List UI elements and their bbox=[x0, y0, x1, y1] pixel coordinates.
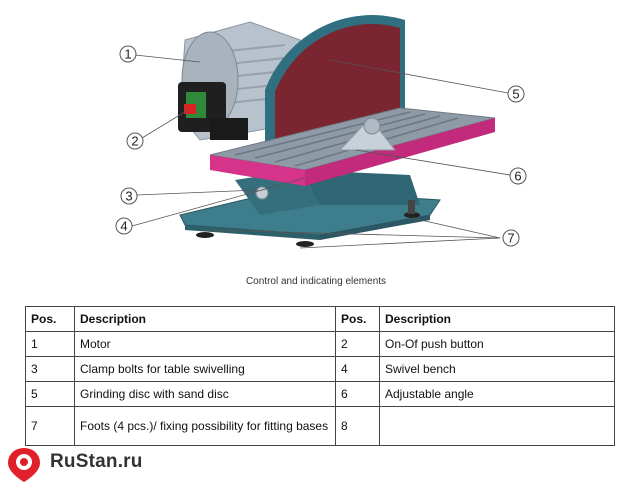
callout-2: 2 bbox=[126, 132, 144, 150]
header-description-2: Description bbox=[379, 306, 615, 332]
callout-5: 5 bbox=[507, 85, 525, 103]
switch-box-illustration bbox=[178, 82, 248, 140]
pos-cell: 1 bbox=[25, 331, 75, 357]
header-description-1: Description bbox=[74, 306, 336, 332]
logo-text: RuStan.ru bbox=[50, 451, 143, 472]
table-row: 3 Clamp bolts for table swivelling 4 Swi… bbox=[25, 356, 615, 382]
callout-6: 6 bbox=[509, 167, 527, 185]
description-cell: Foots (4 pcs.)/ fixing possibility for f… bbox=[74, 406, 336, 446]
parts-table: Pos. Description Pos. Description 1 Moto… bbox=[25, 306, 615, 446]
callout-7: 7 bbox=[502, 229, 520, 247]
pos-cell: 6 bbox=[335, 381, 380, 407]
figure-caption: Control and indicating elements bbox=[245, 276, 387, 287]
svg-text:2: 2 bbox=[131, 134, 138, 149]
pos-cell: 4 bbox=[335, 356, 380, 382]
header-pos-2: Pos. bbox=[335, 306, 380, 332]
description-cell: Clamp bolts for table swivelling bbox=[74, 356, 336, 382]
callouts: 1 2 3 4 5 6 7 bbox=[115, 45, 527, 247]
callout-4: 4 bbox=[115, 217, 133, 235]
pos-cell: 8 bbox=[335, 406, 380, 446]
leader-lines bbox=[131, 54, 511, 249]
pos-cell: 3 bbox=[25, 356, 75, 382]
description-cell: Adjustable angle bbox=[379, 381, 615, 407]
table-row: 7 Foots (4 pcs.)/ fixing possibility for… bbox=[25, 406, 615, 446]
rustan-logo: RuStan.ru bbox=[6, 446, 176, 484]
svg-text:7: 7 bbox=[507, 231, 514, 246]
description-cell: On-Of push button bbox=[379, 331, 615, 357]
callout-1: 1 bbox=[119, 45, 137, 63]
svg-text:5: 5 bbox=[512, 87, 519, 102]
pos-cell: 5 bbox=[25, 381, 75, 407]
machine-illustration: 1 2 3 4 5 6 7 bbox=[115, 15, 527, 249]
pos-cell: 7 bbox=[25, 406, 75, 446]
table-row: 1 Motor 2 On-Of push button bbox=[25, 331, 615, 357]
table-header-row: Pos. Description Pos. Description bbox=[25, 306, 615, 332]
callout-3: 3 bbox=[120, 187, 138, 205]
svg-text:6: 6 bbox=[514, 169, 521, 184]
description-cell: Grinding disc with sand disc bbox=[74, 381, 336, 407]
map-pin-icon bbox=[8, 448, 40, 482]
description-cell: Motor bbox=[74, 331, 336, 357]
pos-cell: 2 bbox=[335, 331, 380, 357]
svg-text:1: 1 bbox=[124, 47, 131, 62]
header-pos-1: Pos. bbox=[25, 306, 75, 332]
description-cell: Swivel bench bbox=[379, 356, 615, 382]
svg-text:3: 3 bbox=[125, 189, 132, 204]
work-table-illustration bbox=[209, 107, 496, 200]
description-cell bbox=[379, 406, 615, 446]
table-row: 5 Grinding disc with sand disc 6 Adjusta… bbox=[25, 381, 615, 407]
svg-text:4: 4 bbox=[120, 219, 127, 234]
